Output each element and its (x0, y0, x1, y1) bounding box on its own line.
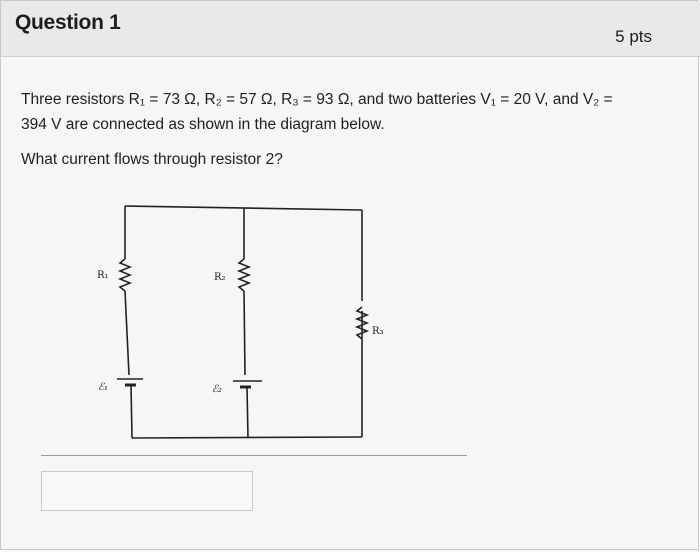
r1-label: R₁ (97, 270, 109, 281)
middle-wire-lower (246, 386, 249, 439)
question-title: Question 1 (15, 11, 121, 34)
resistor-r3 (354, 306, 370, 340)
bottom-wire (131, 436, 363, 439)
resistor-r1 (117, 258, 133, 292)
question-line-2: 394 V are connected as shown in the diag… (21, 116, 385, 133)
answer-input[interactable] (41, 471, 253, 511)
r2-label: R₂ (214, 272, 226, 283)
resistor-r2 (236, 258, 252, 292)
e2-label: ℰ₂ (212, 384, 222, 395)
r3-label: R₃ (372, 326, 384, 337)
divider (41, 455, 467, 456)
left-wire-lower (130, 384, 133, 439)
e1-label: ℰ₁ (98, 382, 108, 393)
middle-wire-middle (243, 290, 246, 376)
points-label: 5 pts (615, 27, 652, 46)
question-header: Question 1 5 pts (1, 1, 700, 57)
left-wire-middle (124, 290, 130, 376)
question-text: Three resistors R₁ = 73 Ω, R₂ = 57 Ω, R₃… (21, 87, 661, 137)
question-line-1: Three resistors R₁ = 73 Ω, R₂ = 57 Ω, R₃… (21, 91, 613, 108)
question-prompt: What current flows through resistor 2? (21, 151, 283, 168)
